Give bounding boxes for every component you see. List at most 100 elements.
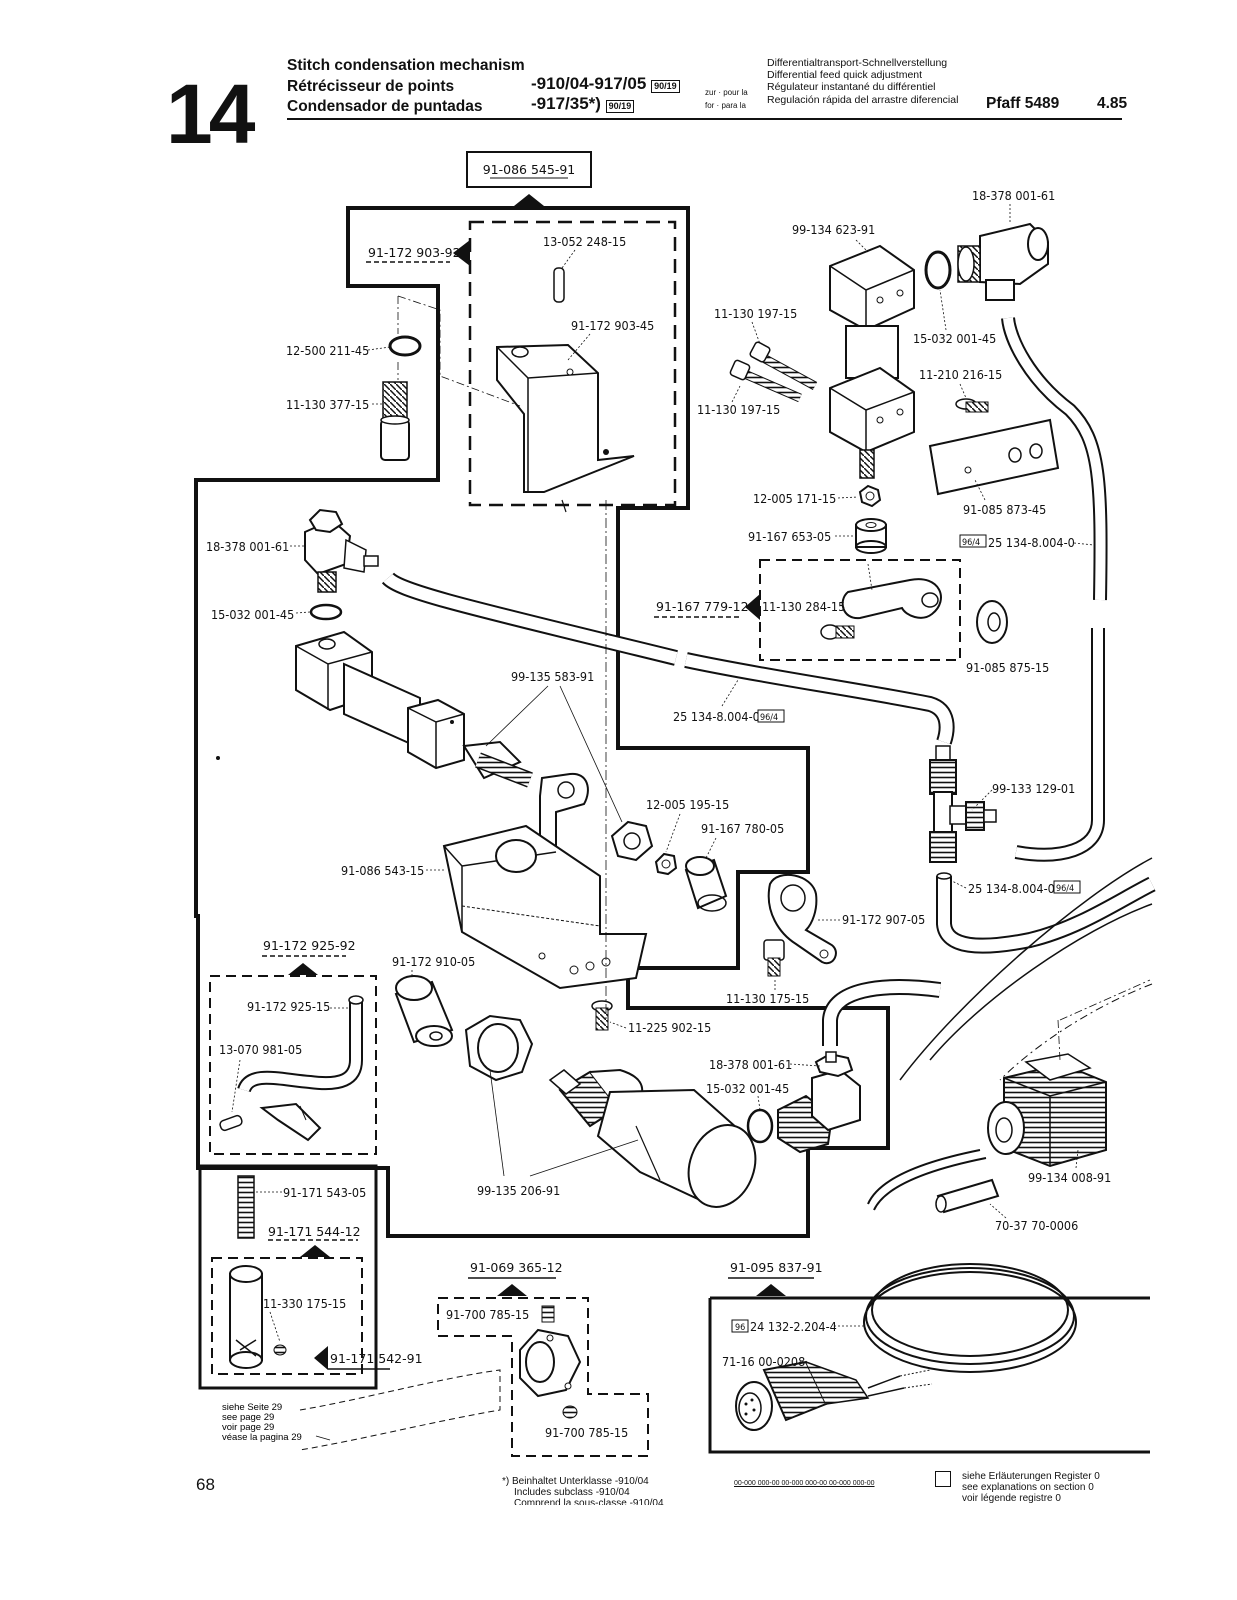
subassembly-91-172-903-92: 91-172 903-92 13-052 248-15 91-172 903-4… bbox=[366, 220, 677, 507]
subclass-line-1: -910/04-917/05 90/19 bbox=[531, 74, 680, 94]
annotation-label: voir page 29 bbox=[222, 1422, 274, 1433]
footnote-line-2: Includes subclass -910/04 bbox=[514, 1487, 630, 1498]
footnote-line-3: Comprend la sous-classe -910/04 bbox=[514, 1498, 664, 1505]
fitting-18-378-001-61-lower: 18-378 001-61 15-032 001-45 bbox=[706, 1051, 861, 1154]
bracket-91-086-543-15: 91-086 543-15 bbox=[341, 772, 648, 990]
part-label: 91-171 542-91 bbox=[330, 1351, 423, 1366]
subclass-line-2: -917/35*) 90/19 bbox=[531, 94, 635, 114]
part-label: 11-130 377-15 bbox=[286, 397, 369, 412]
nut-12-005-195-15: 12-005 195-15 bbox=[610, 797, 729, 876]
part-label: 91-172 925-15 bbox=[247, 999, 330, 1014]
part-label: 99-134 623-91 bbox=[792, 222, 875, 237]
part-label: 18-378 001-61 bbox=[972, 188, 1055, 203]
zur-label-1: zur · pour la bbox=[705, 88, 748, 97]
part-label: 18-378 001-61 bbox=[206, 539, 289, 554]
part-label: 91-085 873-45 bbox=[963, 502, 1046, 517]
part-label: 70-37 70-0006 bbox=[995, 1218, 1078, 1233]
part-label: 91-171 544-12 bbox=[268, 1224, 361, 1239]
part-label: 25 134-8.004-0 bbox=[968, 881, 1055, 896]
annotation-label: see page 29 bbox=[222, 1412, 274, 1423]
part-label: 15-032 001-45 bbox=[211, 607, 294, 622]
subassembly-91-167-779-12: 91-167 779-12 11-130 284-15 bbox=[654, 559, 961, 661]
machine-model: Pfaff 5489 bbox=[986, 95, 1060, 112]
cable-right-1 bbox=[899, 857, 1153, 1081]
annotation-label: 96/4 bbox=[962, 538, 980, 548]
large-nut bbox=[464, 1014, 534, 1082]
tee-fitting-99-133-129-01: 99-133 129-01 bbox=[929, 745, 1075, 863]
zur-label-2: for · para la bbox=[705, 101, 746, 110]
hose-label-right: 96/4 25 134-8.004-0 bbox=[959, 534, 1095, 550]
part-label: 99-133 129-01 bbox=[992, 781, 1075, 796]
subassembly-91-095-837-91: 91-095 837-91 96 24 132-2.204-4 71-16 00… bbox=[708, 1149, 1150, 1454]
title-fr: Rétrécisseur de points bbox=[287, 78, 455, 95]
part-label: 91-171 543-05 bbox=[283, 1185, 366, 1200]
badge-90-19-b: 90/19 bbox=[605, 100, 635, 113]
part-label: 11-130 197-15 bbox=[714, 306, 797, 321]
part-label: 91-095 837-91 bbox=[730, 1260, 823, 1275]
part-label: 99-134 008-91 bbox=[1028, 1170, 1111, 1185]
ref-box-91-086-545-91: 91-086 545-91 bbox=[466, 151, 592, 206]
header-rule bbox=[287, 118, 1122, 120]
part-label: 91-167 780-05 bbox=[701, 821, 784, 836]
part-label: 91-172 910-05 bbox=[392, 954, 475, 969]
annotation-label: 96/4 bbox=[760, 713, 778, 723]
chapter-number: 14 bbox=[166, 67, 255, 161]
edition-date: 4.85 bbox=[1097, 95, 1128, 112]
subassembly-box-left-lower: 91-171 543-05 91-171 544-12 11-330 175-1… bbox=[198, 1164, 423, 1390]
part-label: 11-130 197-15 bbox=[697, 402, 780, 417]
part-label: 91-167 653-05 bbox=[748, 529, 831, 544]
screw-11-130-175-15: 11-130 175-15 bbox=[726, 939, 809, 1006]
part-label: 91-086 543-15 bbox=[341, 863, 424, 878]
code-legend: 00-000 000-00 00-000 000-00 00-000 000-0… bbox=[734, 1480, 875, 1487]
legend-square bbox=[935, 1471, 951, 1487]
part-label: 11-130 284-15 bbox=[762, 599, 845, 614]
subassembly-91-172-925-92: 91-172 925-92 91-172 925-15 13-070 981-0… bbox=[209, 938, 377, 1155]
clamp-91-172-907-05: 91-172 907-05 bbox=[767, 874, 925, 965]
nut-12-005-171-15: 12-005 171-15 bbox=[753, 484, 882, 508]
part-label: 99-135 206-91 bbox=[477, 1183, 560, 1198]
legend-line-3: voir légende registre 0 bbox=[962, 1493, 1061, 1504]
washer-screw-group-top: 12-500 211-45 11-130 377-15 bbox=[286, 295, 521, 461]
desc-en: Differential feed quick adjustment bbox=[767, 69, 923, 81]
desc-de: Differentialtransport-Schnellverstellung bbox=[767, 57, 948, 69]
badge-90-19: 90/19 bbox=[651, 80, 680, 93]
part-label: 11-210 216-15 bbox=[919, 367, 1002, 382]
part-label: 25 134-8.004-0 bbox=[988, 535, 1075, 550]
title-es: Condensador de puntadas bbox=[287, 98, 483, 115]
part-label: 15-032 001-45 bbox=[913, 331, 996, 346]
part-label: 11-330 175-15 bbox=[263, 1296, 346, 1311]
spacer-91-167-653-05: 91-167 653-05 bbox=[748, 518, 887, 554]
spacer-91-172-910-05: 91-172 910-05 bbox=[392, 954, 475, 1047]
plate-91-085-873-45: 91-085 873-45 bbox=[928, 418, 1060, 517]
part-label: 12-500 211-45 bbox=[286, 343, 369, 358]
fitting-18-378-001-61-left: 18-378 001-61 15-032 001-45 bbox=[206, 508, 379, 622]
part-label: 91-085 875-15 bbox=[966, 660, 1049, 675]
part-label: 13-052 248-15 bbox=[543, 234, 626, 249]
part-label: 91-069 365-12 bbox=[470, 1260, 563, 1275]
washer-91-085-875-15: 91-085 875-15 bbox=[966, 600, 1049, 675]
part-label: 91-172 925-92 bbox=[263, 938, 356, 953]
desc-fr: Régulateur instantané du différentiel bbox=[767, 81, 936, 93]
cylinder-99-135-583-91: 99-135 583-91 bbox=[295, 630, 623, 823]
part-label: 91-172 903-45 bbox=[571, 318, 654, 333]
part-label: 91-086 545-91 bbox=[483, 162, 576, 177]
part-label: 25 134-8.004-0 bbox=[673, 709, 760, 724]
sleeve-70-37-70-0006: 70-37 70-0006 bbox=[935, 1178, 1078, 1233]
cylinder-99-135-206-91: 99-135 206-91 bbox=[477, 1068, 757, 1208]
part-label: 13-070 981-05 bbox=[219, 1042, 302, 1057]
assembly-boundary-main bbox=[194, 206, 890, 1238]
screw-11-225-902-15: 11-225 902-15 bbox=[591, 1000, 711, 1035]
title-en: Stitch condensation mechanism bbox=[287, 57, 525, 74]
part-label: 99-135 583-91 bbox=[511, 669, 594, 684]
desc-es: Regulación rápida del arrastre diferenci… bbox=[767, 94, 959, 106]
solenoid-99-134-008-91: 99-134 008-91 bbox=[987, 979, 1151, 1185]
annotation-label: siehe Seite 29 bbox=[222, 1402, 282, 1413]
page-number: 68 bbox=[196, 1475, 215, 1494]
screw-11-210-216-15: 11-210 216-15 bbox=[919, 367, 1002, 413]
part-label: 91-700 785-15 bbox=[446, 1307, 529, 1322]
part-label: 71-16 00-0208 bbox=[722, 1354, 805, 1369]
subassembly-91-069-365-12: 91-069 365-12 91-700 785-15 91-700 785-1… bbox=[437, 1260, 649, 1457]
annotation-label: 96 bbox=[735, 1323, 745, 1333]
part-label: 91-172 903-92 bbox=[368, 245, 461, 260]
valve-99-134-623-91: 99-134 623-91 11-130 197-15 11-130 197-1… bbox=[697, 222, 915, 479]
